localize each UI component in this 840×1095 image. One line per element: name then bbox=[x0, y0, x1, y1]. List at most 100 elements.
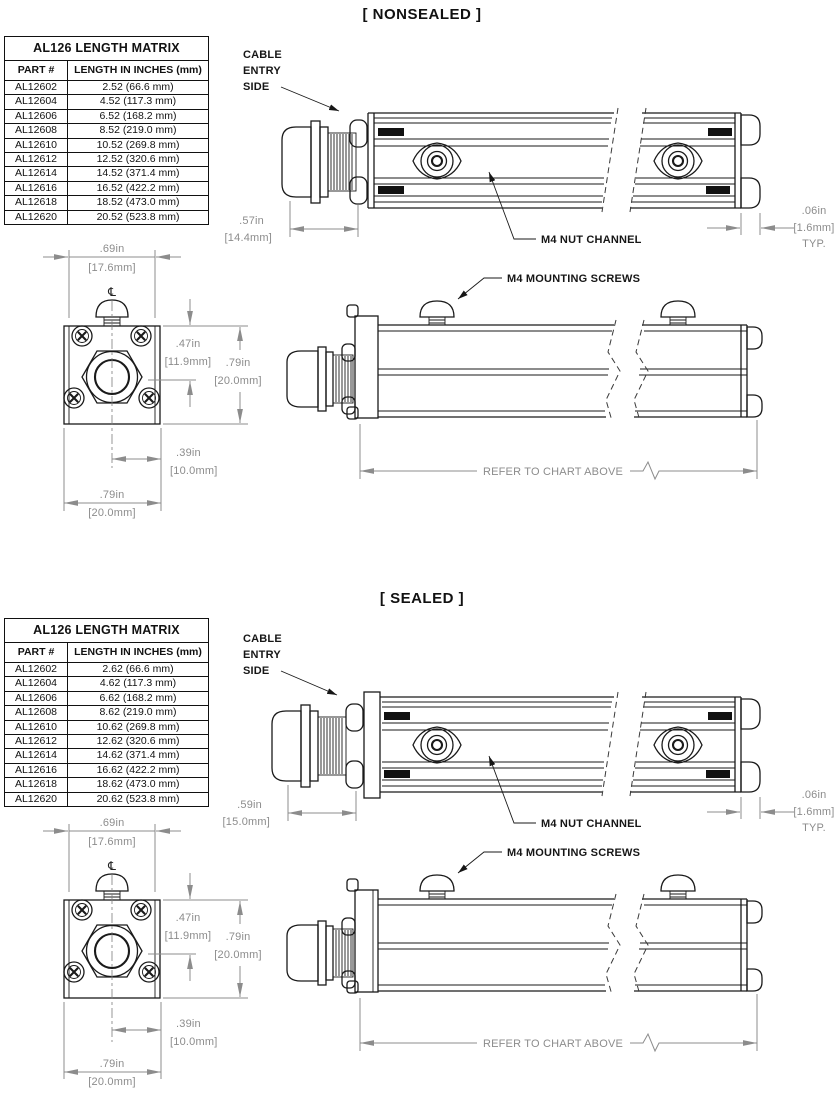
mounting-screw bbox=[660, 300, 696, 326]
end-block bbox=[346, 878, 379, 994]
top-view bbox=[271, 691, 761, 799]
sealed-upper-group: CABLE ENTRY SIDE bbox=[223, 633, 835, 834]
cable-gland bbox=[286, 346, 354, 412]
section-title: [ SEALED ] bbox=[380, 590, 464, 607]
extrusion-body bbox=[378, 319, 763, 422]
dimension-center-offset: .39in [10.0mm] bbox=[63, 428, 217, 511]
svg-text:[17.6mm]: [17.6mm] bbox=[88, 262, 135, 274]
flange-tab bbox=[345, 703, 364, 732]
svg-text:M4 MOUNTING SCREWS: M4 MOUNTING SCREWS bbox=[507, 273, 640, 285]
mounting-screw bbox=[660, 874, 696, 900]
dimension-center-height: .47in [11.9mm] bbox=[148, 873, 211, 981]
col-length: LENGTH IN INCHES (mm) bbox=[67, 643, 208, 662]
cable-entry-label: CABLE ENTRY SIDE bbox=[243, 633, 338, 696]
dimension-center-height: .47in [11.9mm] bbox=[148, 299, 211, 407]
break-lines bbox=[605, 319, 649, 422]
extrusion-body bbox=[380, 691, 761, 797]
svg-text:ENTRY: ENTRY bbox=[243, 649, 281, 661]
svg-text:[15.0mm]: [15.0mm] bbox=[223, 816, 270, 828]
svg-text:[20.0mm]: [20.0mm] bbox=[214, 375, 261, 387]
svg-text:.59in: .59in bbox=[237, 799, 262, 811]
svg-text:.39in: .39in bbox=[176, 447, 201, 459]
cable-entry-leader bbox=[280, 86, 340, 112]
svg-text:REFER TO CHART ABOVE: REFER TO CHART ABOVE bbox=[483, 1038, 623, 1050]
dimension-overall-length: REFER TO CHART ABOVE bbox=[359, 994, 758, 1053]
nut-boss bbox=[412, 726, 462, 764]
corner-screw bbox=[138, 961, 160, 983]
svg-text:M4 MOUNTING SCREWS: M4 MOUNTING SCREWS bbox=[507, 847, 640, 859]
corner-screw bbox=[63, 961, 85, 983]
table-header: PART # LENGTH IN INCHES (mm) bbox=[5, 643, 208, 663]
centerline-symbol: ℄ bbox=[107, 285, 116, 299]
nonsealed-section: AL126 LENGTH MATRIX PART # LENGTH IN INC… bbox=[4, 6, 834, 519]
nonsealed-drawing: [ NONSEALED ] CABLE ENTRY SIDE bbox=[43, 6, 834, 519]
nut-channel-label: M4 NUT CHANNEL bbox=[488, 755, 642, 830]
dimension-endcap-gap: .06in [1.6mm] TYP. bbox=[707, 205, 834, 250]
nut-channel-label: M4 NUT CHANNEL bbox=[488, 171, 641, 246]
table-title: AL126 LENGTH MATRIX bbox=[5, 37, 208, 61]
length-matrix-table: AL126 LENGTH MATRIX PART # LENGTH IN INC… bbox=[4, 36, 209, 225]
svg-text:CABLE: CABLE bbox=[243, 49, 282, 61]
svg-text:.79in: .79in bbox=[100, 489, 125, 501]
end-view: ℄ bbox=[63, 859, 161, 1042]
flange-tab bbox=[349, 176, 368, 205]
section-title: [ NONSEALED ] bbox=[363, 6, 482, 23]
col-part: PART # bbox=[17, 64, 55, 76]
mounting-screw bbox=[419, 874, 455, 900]
table-title: AL126 LENGTH MATRIX bbox=[5, 619, 208, 643]
svg-text:[1.6mm]: [1.6mm] bbox=[793, 222, 834, 234]
break-lines bbox=[601, 691, 647, 797]
nut-boss bbox=[412, 142, 462, 180]
svg-text:[11.9mm]: [11.9mm] bbox=[165, 930, 212, 942]
svg-text:.79in: .79in bbox=[226, 357, 251, 369]
dimension-body-width: .79in [20.0mm] bbox=[64, 1058, 161, 1088]
dimension-body-height: .79in [20.0mm] bbox=[163, 325, 262, 425]
sealed-drawing: [ SEALED ] CABLE ENTRY SIDE bbox=[43, 590, 835, 1088]
svg-text:.47in: .47in bbox=[176, 912, 201, 924]
break-lines bbox=[601, 107, 647, 213]
svg-text:M4 NUT CHANNEL: M4 NUT CHANNEL bbox=[541, 818, 642, 830]
break-lines bbox=[605, 893, 649, 996]
svg-text:ENTRY: ENTRY bbox=[243, 65, 281, 77]
dimension-overall-length: REFER TO CHART ABOVE bbox=[359, 420, 758, 481]
svg-text:.39in: .39in bbox=[176, 1018, 201, 1030]
corner-screw bbox=[63, 387, 85, 409]
svg-text:CABLE: CABLE bbox=[243, 633, 282, 645]
dimension-body-width: .79in [20.0mm] bbox=[64, 489, 161, 519]
corner-screw bbox=[130, 899, 152, 921]
cable-entry-label: CABLE ENTRY SIDE bbox=[243, 49, 340, 112]
svg-text:[14.4mm]: [14.4mm] bbox=[225, 232, 272, 244]
svg-text:[17.6mm]: [17.6mm] bbox=[88, 836, 135, 848]
cable-entry-leader bbox=[280, 670, 338, 696]
nut-boss bbox=[653, 726, 703, 764]
svg-text:[11.9mm]: [11.9mm] bbox=[165, 356, 212, 368]
svg-text:.79in: .79in bbox=[100, 1058, 125, 1070]
corner-screw bbox=[71, 899, 93, 921]
dimension-center-offset: .39in [10.0mm] bbox=[63, 1002, 217, 1079]
svg-text:.69in: .69in bbox=[100, 243, 125, 255]
cable-gland bbox=[281, 120, 357, 204]
svg-text:REFER TO CHART ABOVE: REFER TO CHART ABOVE bbox=[483, 466, 623, 478]
extrusion-body bbox=[378, 893, 763, 996]
dimension-gland-protrusion: .59in [15.0mm] bbox=[223, 785, 357, 828]
svg-text:TYP.: TYP. bbox=[802, 238, 826, 250]
svg-text:[1.6mm]: [1.6mm] bbox=[793, 806, 834, 818]
extrusion-body bbox=[367, 107, 761, 213]
flange-tab bbox=[349, 119, 368, 148]
svg-text:.69in: .69in bbox=[100, 817, 125, 829]
svg-text:[10.0mm]: [10.0mm] bbox=[170, 465, 217, 477]
svg-text:[10.0mm]: [10.0mm] bbox=[170, 1036, 217, 1048]
